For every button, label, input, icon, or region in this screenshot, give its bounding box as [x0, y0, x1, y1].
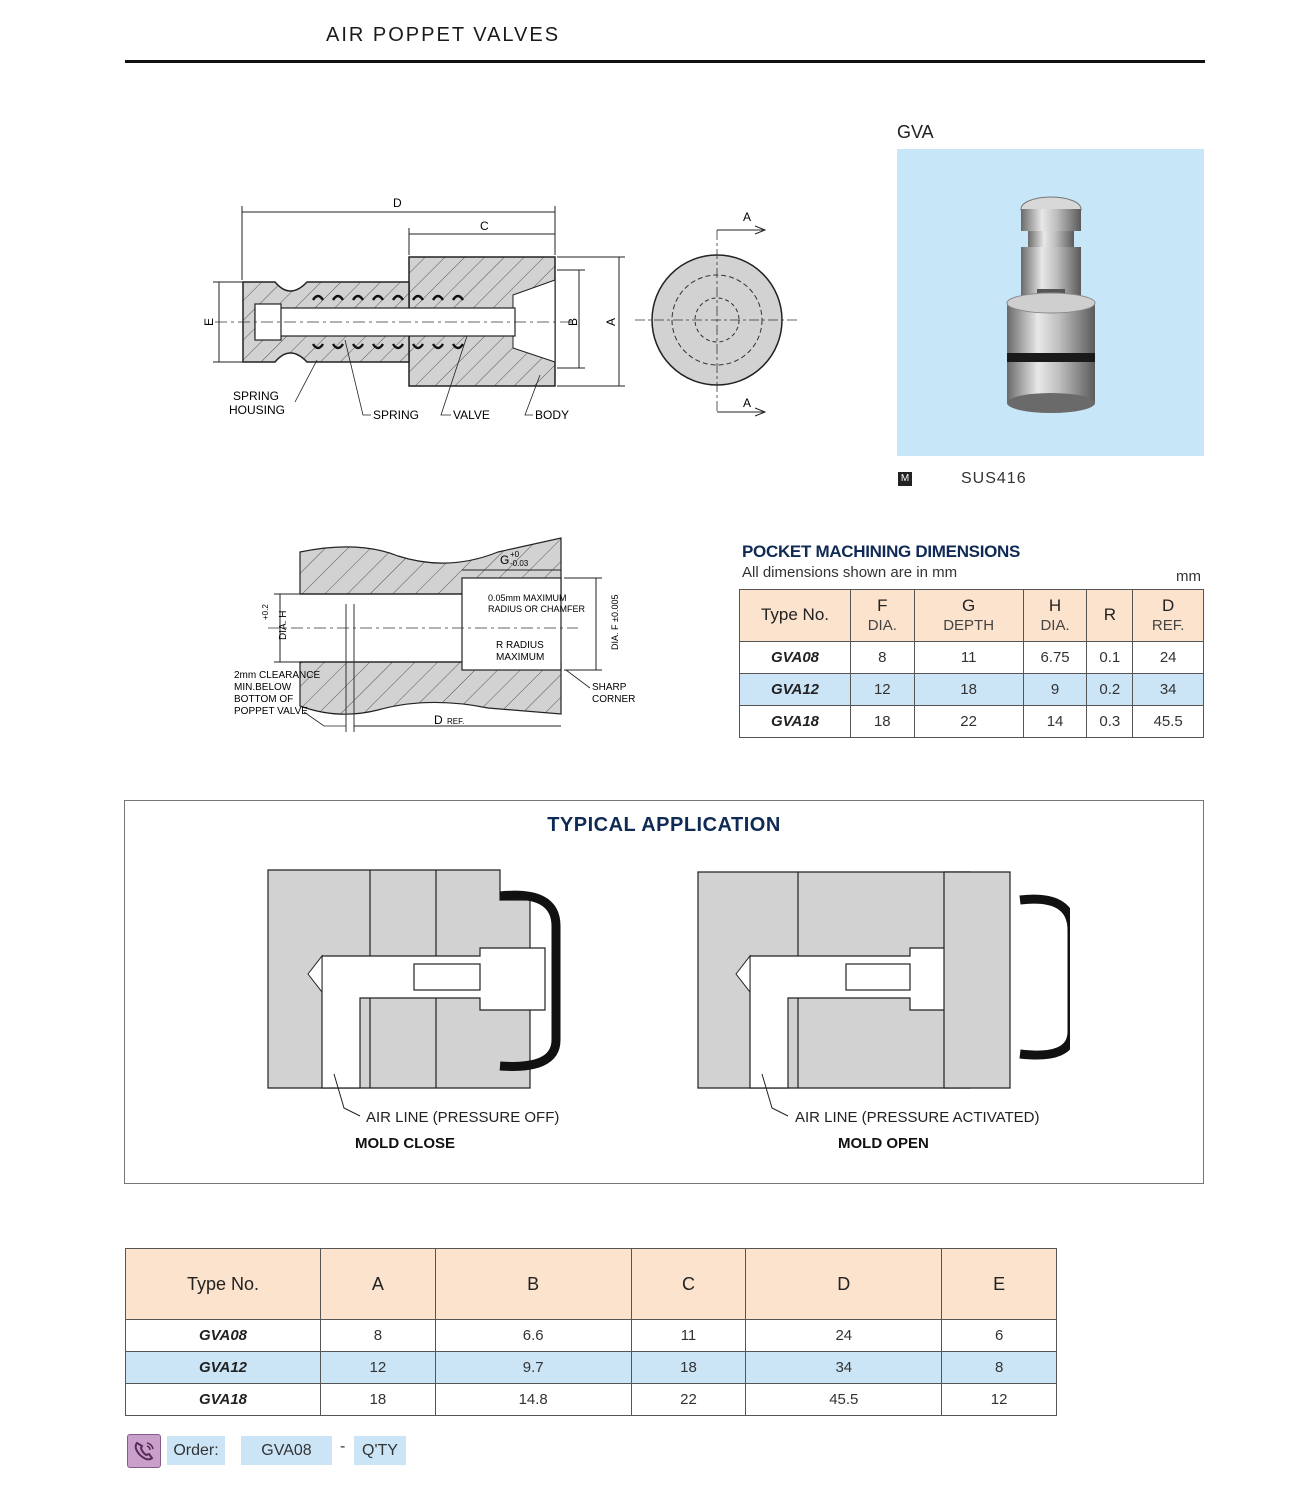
material-value: SUS416: [961, 470, 1027, 487]
dims-col-a: A: [320, 1248, 436, 1320]
mold-close-title: MOLD CLOSE: [355, 1135, 455, 1152]
clearance-note-1: 2mm CLEARANCE: [234, 670, 320, 681]
order-qty[interactable]: Q'TY: [354, 1436, 406, 1465]
product-label: GVA: [897, 122, 934, 142]
application-panel: [124, 800, 1204, 1184]
pocket-title: POCKET MACHINING DIMENSIONS: [742, 542, 1021, 561]
dia-h-label: DIA. H: [278, 611, 289, 640]
sharp-corner-note-2: CORNER: [592, 694, 635, 705]
table-row: GVA08 8 6.6 11 24 6: [125, 1319, 1057, 1352]
dims-col-c: C: [630, 1248, 747, 1320]
dim-e-label: E: [202, 318, 216, 326]
dia-f-label: DIA. F ±0.005: [610, 595, 620, 650]
section-a-bottom: A: [743, 396, 751, 410]
spring-label: SPRING: [373, 408, 419, 422]
order-code[interactable]: GVA08: [241, 1436, 332, 1465]
r-radius-note-1: R RADIUS: [496, 640, 544, 651]
pocket-unit: mm: [1176, 568, 1201, 585]
title-rule: [125, 60, 1205, 63]
dim-b-label: B: [566, 318, 580, 326]
table-row: GVA12 12 9.7 18 34 8: [125, 1351, 1057, 1384]
table-row: GVA18 18 22 14 0.3 45.5: [739, 705, 1204, 738]
phone-icon-glyph: [134, 1441, 154, 1461]
pocket-subtitle: All dimensions shown are in mm: [742, 564, 958, 581]
r-radius-note-2: MAXIMUM: [496, 652, 544, 663]
page-title: AIR POPPET VALVES: [326, 24, 561, 46]
material-badge: M: [898, 472, 912, 486]
poppet-valve-image: [1006, 196, 1096, 413]
order-dash: -: [340, 1438, 346, 1455]
g-tol-plus: +0: [510, 550, 520, 559]
dims-col-d: D: [745, 1248, 943, 1320]
valve-label: VALVE: [453, 408, 490, 422]
dim-a-label: A: [604, 318, 618, 326]
dim-c-label: C: [480, 219, 489, 233]
d-ref-label: D: [434, 713, 443, 727]
mold-close-drawing: AIR LINE (PRESSURE OFF) MOLD CLOSE: [267, 869, 561, 1152]
spring-housing-label-1: SPRING: [233, 389, 279, 403]
product-photo: [897, 149, 1204, 456]
dims-col-type: Type No.: [125, 1248, 321, 1320]
dims-col-e: E: [941, 1248, 1057, 1320]
clearance-note-2: MIN.BELOW: [234, 682, 292, 693]
body-label: BODY: [535, 408, 569, 422]
section-a-top: A: [743, 210, 751, 224]
table-row: GVA08 8 11 6.75 0.1 24: [739, 641, 1204, 674]
dims-col-b: B: [434, 1248, 632, 1320]
spring-housing-label-2: HOUSING: [229, 403, 285, 417]
order-label: Order:: [167, 1436, 225, 1465]
mold-open-title: MOLD OPEN: [838, 1135, 929, 1152]
dim-d-label: D: [393, 196, 402, 210]
sharp-corner-note-1: SHARP: [592, 682, 627, 693]
g-tol-minus: -0.03: [510, 559, 529, 568]
dimensions-table: Type No. A B C D E GVA08 8 6.6 11 24 6 G…: [125, 1248, 1057, 1416]
pocket-col-type: Type No.: [739, 589, 851, 642]
application-title: TYPICAL APPLICATION: [547, 814, 781, 836]
mold-open-caption: AIR LINE (PRESSURE ACTIVATED): [795, 1109, 1040, 1126]
g-label: G: [500, 553, 509, 567]
phone-icon[interactable]: [127, 1434, 161, 1468]
clearance-note-3: BOTTOM OF: [234, 694, 293, 705]
clearance-note-4: POPPET VALVE: [234, 706, 308, 717]
table-row: GVA12 12 18 9 0.2 34: [739, 673, 1204, 706]
valve-section-drawing: D C E B A SPRING HOUSING SPRING VALVE BO…: [202, 196, 799, 422]
dims-header-row: Type No. A B C D E: [125, 1248, 1057, 1320]
mold-close-caption: AIR LINE (PRESSURE OFF): [366, 1109, 559, 1126]
dia-h-tolerance: +0.2: [261, 604, 270, 620]
max-radius-note-1: 0.05mm MAXIMUM: [488, 593, 567, 603]
pocket-col-r: R: [1086, 589, 1134, 642]
table-row: GVA18 18 14.8 22 45.5 12: [125, 1383, 1057, 1416]
max-radius-note-2: RADIUS OR CHAMFER: [488, 604, 586, 614]
mold-open-drawing: AIR LINE (PRESSURE ACTIVATED) MOLD OPEN: [697, 871, 1070, 1152]
d-ref-sub: REF.: [447, 717, 464, 726]
pocket-drawing: G +0 -0.03 0.05mm MAXIMUM RADIUS OR CHAM…: [234, 537, 635, 732]
